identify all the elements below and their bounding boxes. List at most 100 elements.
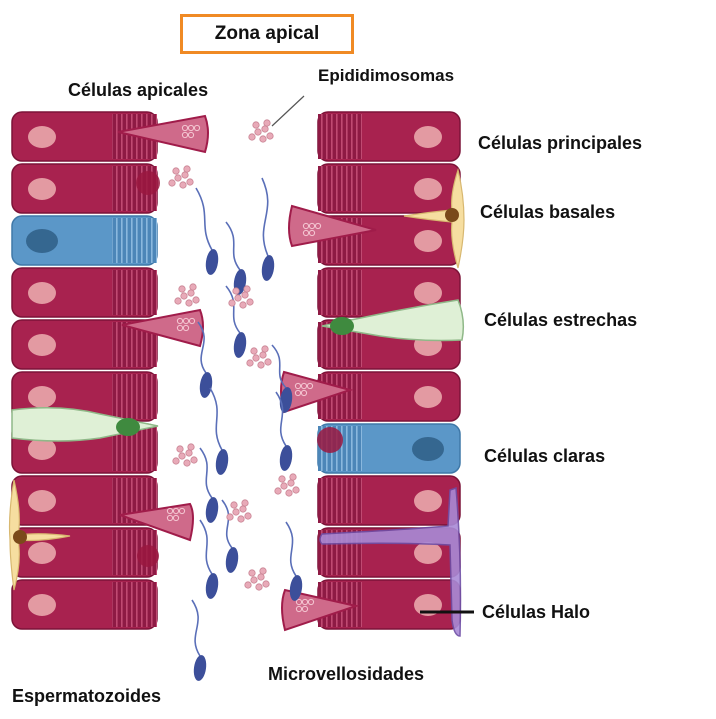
cell-bleb [317, 427, 343, 453]
label-narrow-cells: Células estrechas [484, 310, 637, 331]
epididymosome [193, 297, 199, 303]
nucleus [414, 386, 442, 408]
nucleus [26, 229, 58, 253]
epididymosome [258, 574, 264, 580]
epididymosome [238, 516, 244, 522]
epididymosome [188, 444, 194, 450]
epididymosome [187, 179, 193, 185]
epididymosome [249, 134, 255, 140]
epididymosome [242, 292, 248, 298]
microvilli-border [318, 114, 362, 159]
epididymosome [247, 299, 253, 305]
epididymosome [180, 182, 186, 188]
microvilli-border [318, 166, 362, 211]
narrow-cell-nucleus [330, 317, 354, 335]
epididymosome [179, 453, 185, 459]
sperm-head [214, 448, 230, 475]
label-halo-cells: Células Halo [482, 602, 590, 623]
epididymosome [251, 577, 257, 583]
sperm-head [204, 572, 220, 599]
sperm-head [204, 248, 220, 275]
epididymosome-leader [272, 96, 304, 126]
epididymosome [169, 180, 175, 186]
epididymosome [260, 136, 266, 142]
cell-bleb [137, 545, 159, 567]
epididymosome [258, 362, 264, 368]
sperm-tail [222, 500, 232, 548]
basal-cell-nucleus [445, 208, 459, 222]
epididymosome [191, 457, 197, 463]
microvilli-border [112, 270, 157, 315]
epididymosome [293, 487, 299, 493]
sperm-head [224, 546, 240, 573]
epididymosome [184, 460, 190, 466]
epididymosome [290, 474, 296, 480]
nucleus [414, 126, 442, 148]
sperm-head [192, 654, 208, 681]
nucleus [28, 178, 56, 200]
nucleus [28, 334, 56, 356]
epididymosome [247, 360, 253, 366]
sperm-head [232, 331, 248, 358]
epididymosome [184, 166, 190, 172]
epididymosome [240, 506, 246, 512]
epididymosome [253, 122, 259, 128]
sperm-tail [210, 388, 222, 450]
epididymosome [188, 290, 194, 296]
epididymosome [242, 500, 248, 506]
microvilli-border [318, 270, 362, 315]
epididymosome [275, 488, 281, 494]
epididymosome [253, 355, 259, 361]
sperm-tail [196, 188, 212, 250]
microvilli-border [112, 374, 157, 419]
epididymosome [173, 168, 179, 174]
nucleus [414, 282, 442, 304]
epididymosome [179, 286, 185, 292]
sperm-tail [226, 222, 240, 270]
sperm-head [278, 444, 294, 471]
epididymosome [245, 582, 251, 588]
microvilli-border [112, 582, 157, 627]
epididymosome [255, 129, 261, 135]
label-principal-cells: Células principales [478, 133, 642, 154]
label-microvilli: Microvellosidades [268, 664, 424, 685]
epididymosome [286, 490, 292, 496]
epididymosome [227, 514, 233, 520]
epididymosome [265, 359, 271, 365]
nucleus [28, 126, 56, 148]
epididymosome [267, 133, 273, 139]
label-apical-cells: Células apicales [68, 80, 208, 101]
nucleus [414, 490, 442, 512]
epididymosome [264, 120, 270, 126]
sperm-tail [286, 522, 296, 576]
epididymosome [251, 348, 257, 354]
label-epididymosomes: Epididimosomas [318, 66, 454, 86]
epididymosome [190, 284, 196, 290]
epididymosome [181, 293, 187, 299]
epididymosome [281, 483, 287, 489]
epididymosome [279, 476, 285, 482]
epididymosome [186, 300, 192, 306]
epididymosome [173, 458, 179, 464]
epididymosome [262, 126, 268, 132]
epididymosome [260, 352, 266, 358]
microvilli-border [318, 478, 362, 523]
label-clear-cells: Células claras [484, 446, 605, 467]
sperm-tail [262, 178, 268, 256]
epididymosome [235, 295, 241, 301]
epididymosome [260, 568, 266, 574]
sperm-head [198, 371, 214, 398]
epididymosome [256, 584, 262, 590]
nucleus [412, 437, 444, 461]
sperm-tail [200, 448, 212, 498]
epididymosome [288, 480, 294, 486]
nucleus [28, 594, 56, 616]
diagram-title: Zona apical [215, 23, 320, 45]
nucleus [28, 542, 56, 564]
cell-bleb [136, 171, 160, 195]
narrow-cell-nucleus [116, 418, 140, 436]
basal-cell-nucleus [13, 530, 27, 544]
epididymosome [233, 288, 239, 294]
nucleus [414, 178, 442, 200]
